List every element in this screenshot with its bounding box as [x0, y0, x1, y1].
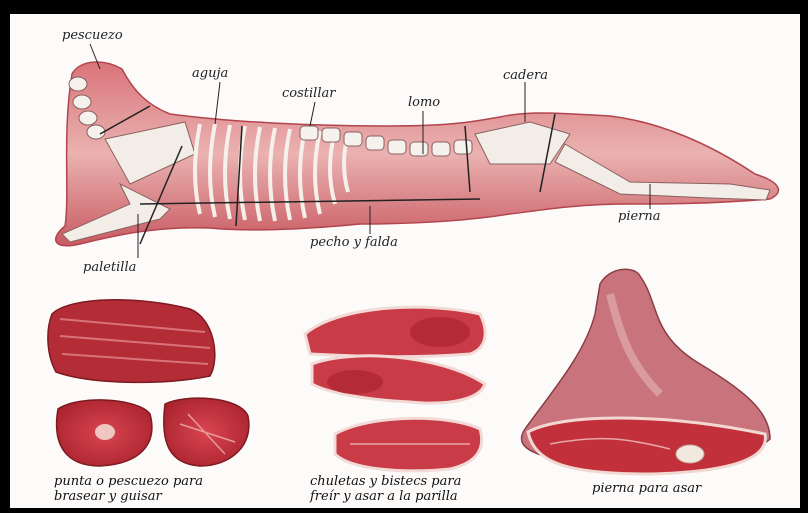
label-costillar: costillar: [282, 87, 335, 100]
label-lomo: lomo: [408, 96, 440, 109]
caption-chops-line1: chuletas y bistecs para: [310, 474, 461, 489]
chops-steaks-photo: [305, 307, 485, 471]
label-cadera: cadera: [503, 69, 548, 82]
label-aguja: aguja: [192, 67, 228, 80]
caption-leg: pierna para asar: [592, 481, 701, 496]
caption-chops: chuletas y bistecs para freír y asar a l…: [310, 474, 461, 504]
label-pecho-falda: pecho y falda: [310, 236, 398, 249]
caption-chops-line2: freír y asar a la parilla: [310, 489, 461, 504]
caption-chuck-line1: punta o pescuezo para: [54, 474, 203, 489]
label-pierna: pierna: [618, 210, 661, 223]
chuck-cut-photo: [48, 300, 249, 466]
label-pescuezo: pescuezo: [62, 29, 123, 42]
diagram-frame: pescuezo aguja costillar lomo cadera pie…: [10, 14, 800, 508]
label-paletilla: paletilla: [83, 261, 136, 274]
leg-roast-photo: [521, 269, 770, 474]
caption-chuck: punta o pescuezo para brasear y guisar: [54, 474, 203, 504]
caption-leg-line1: pierna para asar: [592, 481, 701, 496]
caption-chuck-line2: brasear y guisar: [54, 489, 203, 504]
